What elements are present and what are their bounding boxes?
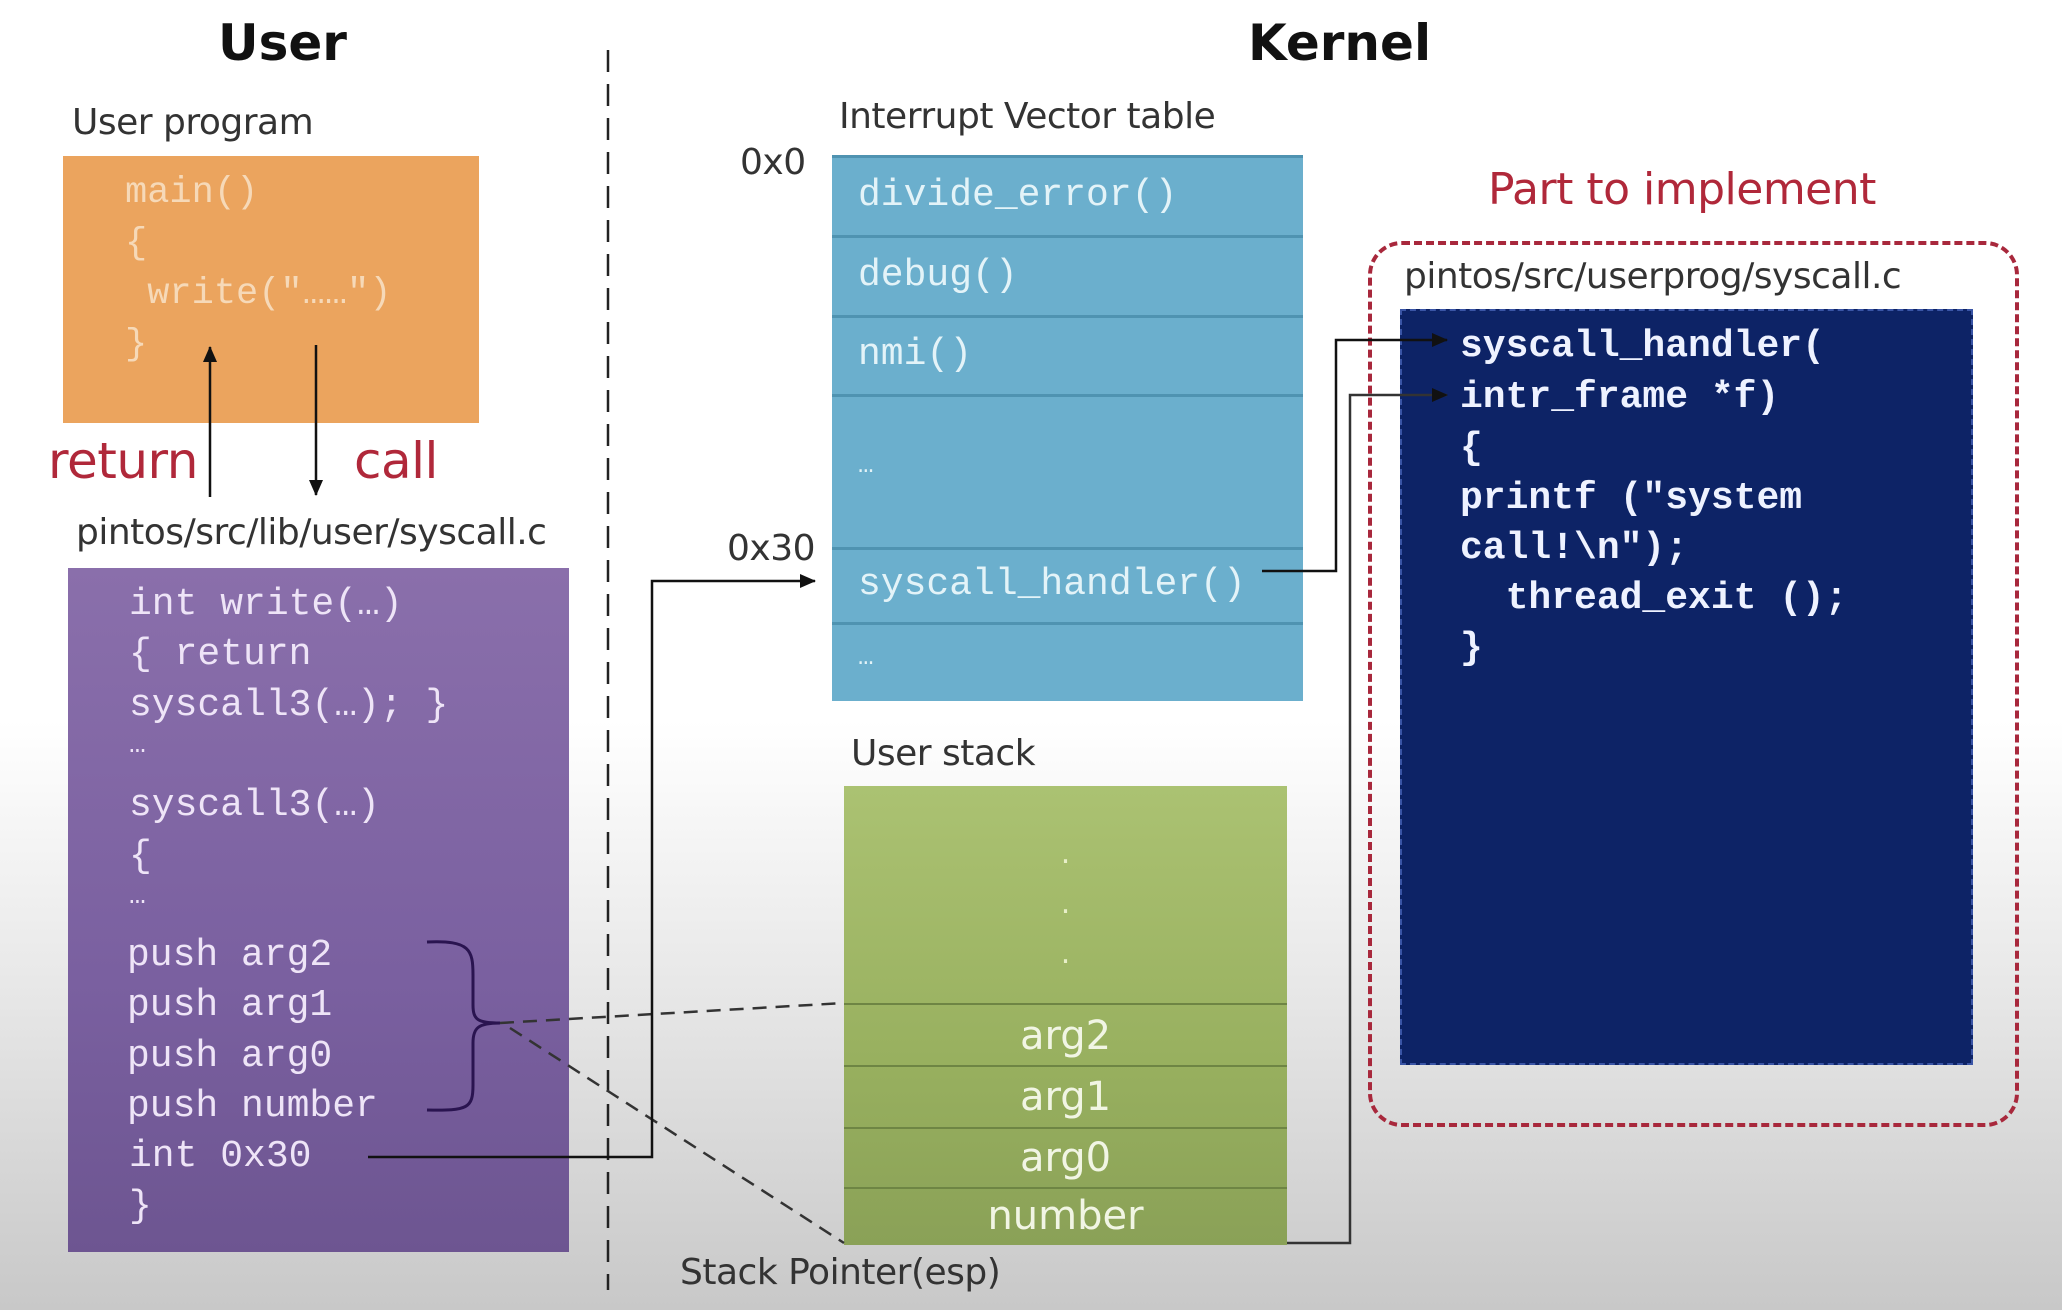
code-line: { xyxy=(1460,427,1483,470)
ivt-row-divider xyxy=(832,547,1303,550)
interrupt-vector-table: divide_error() debug() nmi() … syscall_h… xyxy=(832,155,1303,701)
code-line: } xyxy=(125,324,148,366)
stack-cell-arg0: arg0 xyxy=(1019,1135,1112,1181)
code-line: write("……") xyxy=(125,273,392,315)
ivt-address-0x0: 0x0 xyxy=(740,142,806,183)
user-section-title: User xyxy=(218,14,347,72)
kernel-syscall-file-label: pintos/src/userprog/syscall.c xyxy=(1404,256,1902,297)
code-line: } xyxy=(1460,627,1483,670)
code-line: push arg2 xyxy=(127,934,333,977)
code-line: thread_exit (); xyxy=(1460,577,1848,620)
ivt-label: Interrupt Vector table xyxy=(839,96,1216,137)
code-line: push arg1 xyxy=(127,984,333,1027)
ivt-row-nmi: nmi() xyxy=(858,333,973,376)
code-line: main() xyxy=(125,172,259,214)
stack-divider xyxy=(844,1187,1287,1189)
user-stack-label: User stack xyxy=(851,733,1036,774)
user-stack-box: . . . arg2 arg1 arg0 number xyxy=(844,786,1287,1245)
stack-ellipsis-dot: . xyxy=(1060,936,1071,971)
ivt-row-divide-error: divide_error() xyxy=(858,174,1178,217)
code-line: … xyxy=(129,881,146,912)
stack-ellipsis-dot: . xyxy=(1060,886,1071,921)
call-label: call xyxy=(354,432,438,490)
syscall-handler-code-box: syscall_handler( intr_frame *f) { printf… xyxy=(1400,309,1973,1065)
code-line: } xyxy=(129,1185,152,1228)
kernel-section-title: Kernel xyxy=(1248,14,1432,72)
code-line: { return xyxy=(129,633,312,676)
code-line: … xyxy=(129,730,146,761)
stack-cell-arg1: arg1 xyxy=(1019,1074,1112,1120)
code-line: push number xyxy=(127,1085,378,1128)
ivt-row-divider xyxy=(832,394,1303,397)
stack-ellipsis-dot: . xyxy=(1060,836,1071,871)
code-line: intr_frame *f) xyxy=(1460,376,1780,419)
code-line: call!\n"); xyxy=(1460,527,1689,570)
lib-syscall-code-box: int write(…) { return syscall3(…); } … s… xyxy=(68,568,569,1252)
ivt-row-debug: debug() xyxy=(858,254,1018,297)
code-line: syscall_handler( xyxy=(1460,325,1825,368)
ivt-address-0x30: 0x30 xyxy=(727,528,816,569)
stack-pointer-label: Stack Pointer(esp) xyxy=(680,1252,1001,1293)
code-line: syscall3(…) xyxy=(129,784,380,827)
code-line: printf ("system xyxy=(1460,477,1803,520)
lib-syscall-file-label: pintos/src/lib/user/syscall.c xyxy=(76,512,547,553)
code-line: int 0x30 xyxy=(129,1135,312,1178)
ivt-row-ellipsis: … xyxy=(858,450,874,480)
ivt-row-ellipsis: … xyxy=(858,642,874,672)
stack-cell-arg2: arg2 xyxy=(1019,1013,1112,1059)
code-line: syscall3(…); } xyxy=(129,684,449,727)
code-line: { xyxy=(129,835,152,878)
stack-cell-number: number xyxy=(987,1193,1144,1239)
stack-divider xyxy=(844,1003,1287,1005)
stack-divider xyxy=(844,1065,1287,1067)
code-line: int write(…) xyxy=(129,583,403,626)
part-to-implement-heading: Part to implement xyxy=(1488,164,1876,215)
ivt-row-divider xyxy=(832,235,1303,238)
code-line: { xyxy=(125,223,148,265)
user-program-box: main() { write("……") } xyxy=(63,156,479,423)
stack-divider xyxy=(844,1127,1287,1129)
ivt-row-syscall-handler: syscall_handler() xyxy=(858,563,1246,606)
user-program-label: User program xyxy=(72,102,314,143)
ivt-row-divider xyxy=(832,315,1303,318)
return-label: return xyxy=(48,432,198,490)
code-line: push arg0 xyxy=(127,1035,333,1078)
ivt-row-divider xyxy=(832,622,1303,625)
